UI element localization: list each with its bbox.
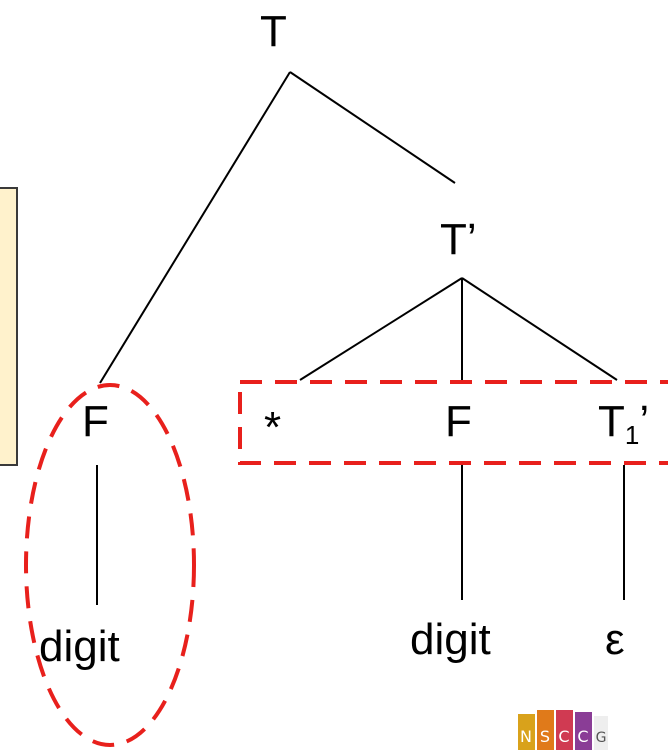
leaf-epsilon: ε [605,615,625,664]
leaf-digit-right: digit [410,615,491,664]
edge-tprime-to-t1prime [461,277,618,381]
leaf-digit-left: digit [39,622,120,671]
highlight-rect-right [238,380,668,465]
node-star: * [264,403,282,452]
node-f-left: F [82,397,109,446]
svg-text:G: G [596,730,607,746]
node-t1-prime: T1’ [598,397,650,450]
svg-text:C: C [577,727,588,746]
side-note-box [0,187,18,466]
node-f-right: F [445,397,472,446]
edge-tprime-to-star [299,277,463,381]
edge-t-to-tprime [289,71,456,184]
node-t-prime: T’ [440,215,477,264]
highlight-ellipse-left [24,383,196,747]
node-t1-subscript: 1 [624,420,640,450]
node-t-root: T [260,7,287,56]
node-t1-prime-mark: ’ [639,397,650,446]
node-t1-base: T [598,397,625,446]
svg-text:C: C [558,727,569,746]
svg-text:S: S [540,727,550,746]
edge-t-to-f [99,71,291,384]
svg-text:N: N [520,727,532,746]
nscc-gz-logo: N S C C G [518,710,608,750]
